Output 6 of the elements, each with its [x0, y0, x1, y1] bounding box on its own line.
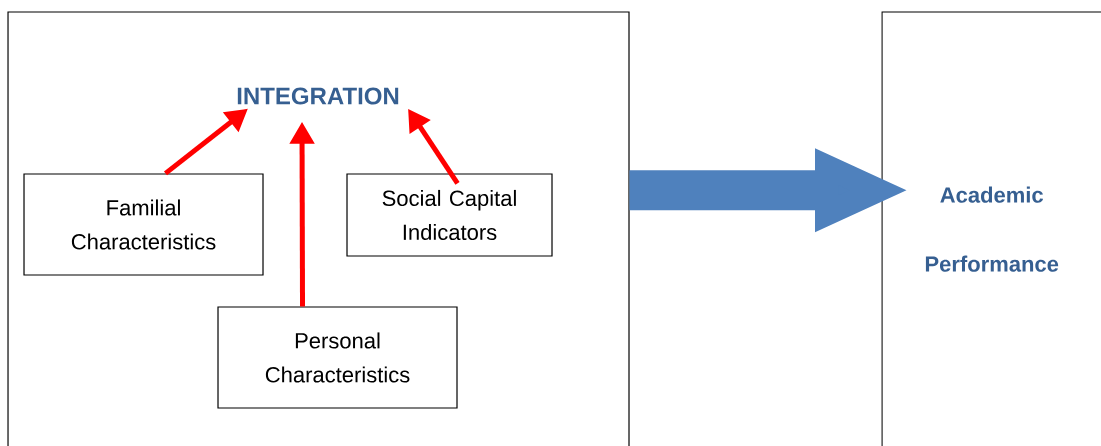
text-box: Familial Characteristics [23, 173, 264, 276]
heading: INTEGRATION [237, 87, 399, 105]
text-box: Social Capital Indicators [346, 173, 553, 257]
outcome-panel: Academic Performance [881, 11, 1101, 446]
text-box: Personal Characteristics [217, 306, 458, 409]
panel [7, 11, 630, 446]
